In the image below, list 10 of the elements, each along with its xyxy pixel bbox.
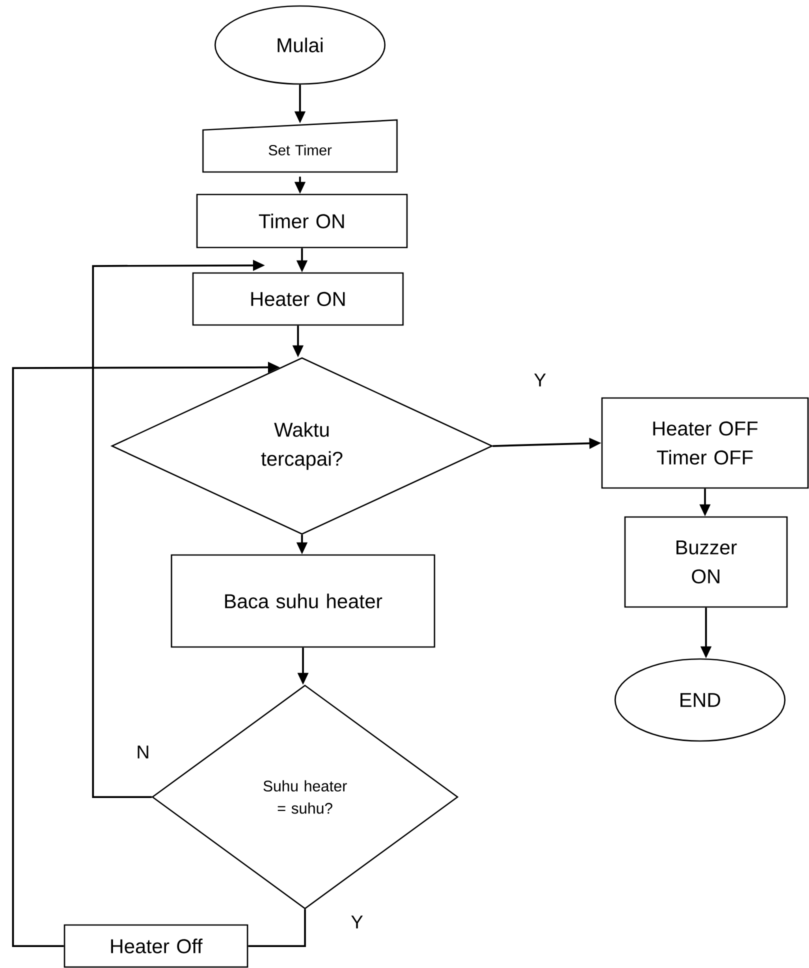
input-box: Set Timer	[202, 119, 398, 173]
process-box: Buzzer ON	[624, 516, 788, 608]
edge-label: Y	[532, 372, 548, 388]
process-box: Heater ON	[192, 272, 404, 326]
process-box: Heater Off	[64, 924, 248, 968]
process-box: Timer ON	[196, 194, 408, 248]
edge-label: N	[134, 744, 152, 760]
edge-label: Y	[349, 914, 365, 930]
process-box: Heater OFF Timer OFF	[601, 397, 809, 489]
process-box: Baca suhu heater	[170, 554, 436, 648]
